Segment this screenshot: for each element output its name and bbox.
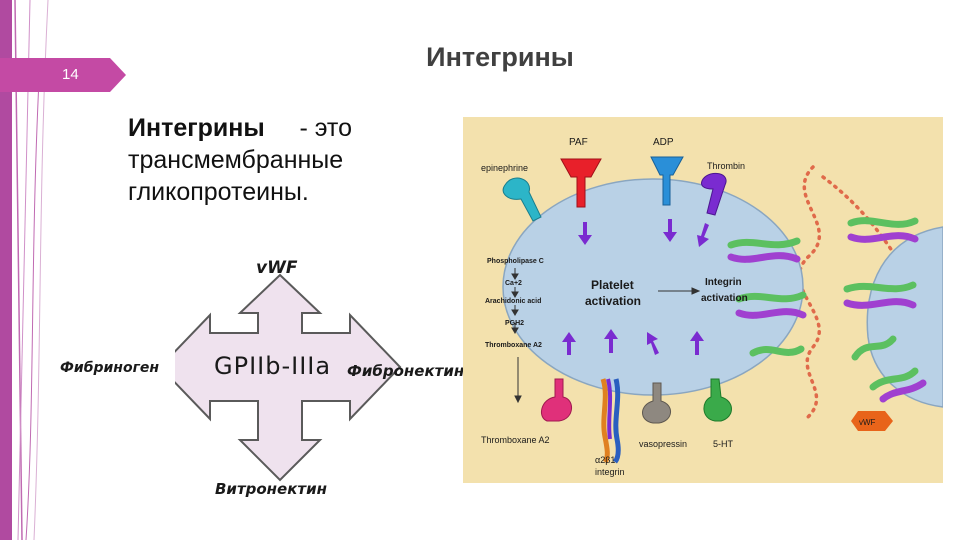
label-adp: ADP <box>653 137 674 148</box>
label-pgh2: PGH2 <box>505 320 524 327</box>
pathway-arrows <box>511 268 701 404</box>
four-way-arrow <box>175 273 402 482</box>
cross-center-label: GPIIb-IIIa <box>214 352 332 380</box>
label-integrin-activation: activation <box>701 293 748 304</box>
label-a2b1: α2β1 <box>595 455 615 465</box>
label-arachidonic: Arachidonic acid <box>485 298 541 305</box>
cross-right-label: Фибронектин <box>347 362 465 380</box>
cross-bottom-label: Витронектин <box>215 480 327 498</box>
label-platelet: Platelet <box>591 278 634 292</box>
label-thromboxane-a2: Thromboxane A2 <box>485 342 542 349</box>
label-activation: activation <box>585 294 641 308</box>
cross-arrow-shape <box>175 273 402 482</box>
label-integrin: Integrin <box>705 277 742 288</box>
vwf-badge <box>851 411 893 431</box>
label-thrombin: Thrombin <box>707 161 745 171</box>
cross-top-label: vWF <box>256 258 298 278</box>
label-vwf-badge: vWF <box>859 418 876 427</box>
definition-dash: - это <box>299 114 353 142</box>
integrin-pairs <box>727 217 927 403</box>
platelet-activation-figure: epinephrine PAF ADP Thrombin Phospholipa… <box>463 117 943 483</box>
slide-decoration <box>0 0 126 540</box>
slide-number: 14 <box>62 66 79 83</box>
body-line-1: Интегрины - это <box>128 112 428 144</box>
cross-left-label: Фибриноген <box>60 360 160 376</box>
body-text: Интегрины - это трансмембранные гликопро… <box>128 112 428 208</box>
label-paf: PAF <box>569 137 588 148</box>
body-line-3: гликопротеины. <box>128 178 309 206</box>
signal-arrows <box>562 219 709 355</box>
term: Интегрины <box>128 114 265 142</box>
receptor-epinephrine <box>502 177 542 222</box>
label-epinephrine: epinephrine <box>481 163 528 173</box>
receptor-vasopressin <box>642 382 671 424</box>
body-line-2: трансмембранные <box>128 146 344 174</box>
label-integrin-bottom: integrin <box>595 467 625 477</box>
receptor-5ht <box>703 378 732 422</box>
label-thromboxane-bottom: Thromboxane A2 <box>481 435 550 445</box>
receptor-adp <box>650 156 684 206</box>
receptor-integrin-a2b1 <box>600 378 621 464</box>
receptor-thromboxane <box>540 378 572 422</box>
label-vasopressin: vasopressin <box>639 439 687 449</box>
label-5ht: 5-HT <box>713 439 734 449</box>
label-ca: Ca+2 <box>505 280 522 287</box>
neighbor-cell <box>866 226 943 408</box>
slide-title: Интегрины <box>426 42 574 72</box>
receptor-paf <box>560 158 602 208</box>
label-phospholipase: Phospholipase C <box>487 258 544 265</box>
platelet-cell <box>502 178 804 396</box>
receptor-thrombin <box>700 172 727 216</box>
